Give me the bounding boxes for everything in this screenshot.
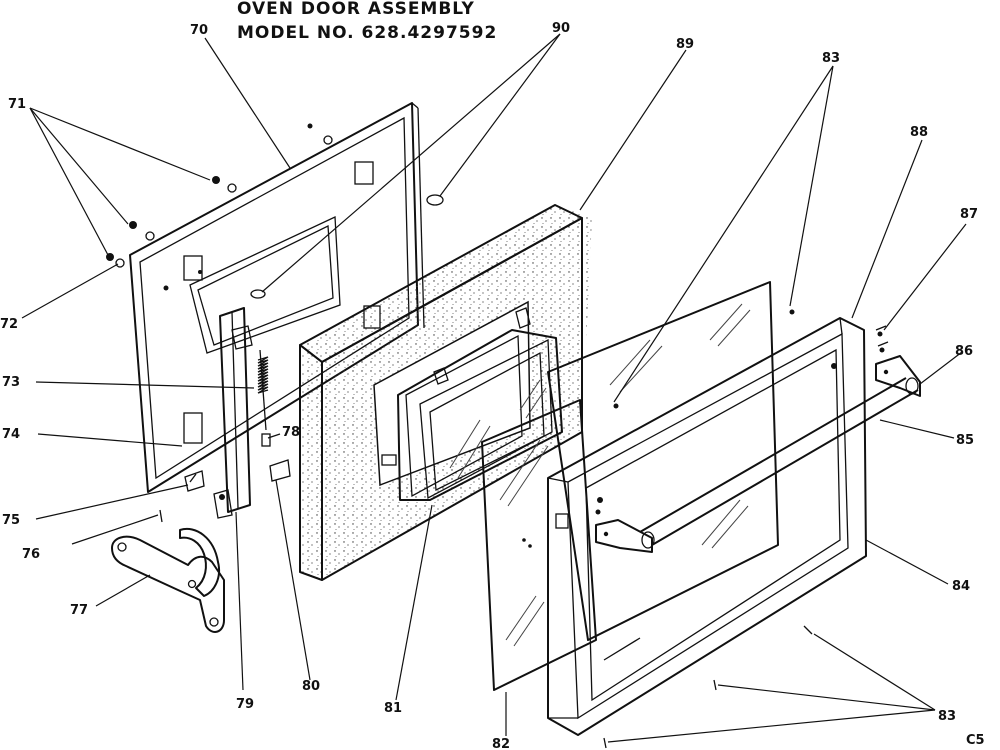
corner-code: C5 — [966, 733, 985, 748]
callout-76: 76 — [22, 547, 40, 562]
callout-72: 72 — [0, 317, 18, 332]
handle-screws — [875, 325, 889, 353]
callout-80: 80 — [302, 679, 320, 694]
diagram-title: OVEN DOOR ASSEMBLY — [237, 0, 475, 19]
callout-74: 74 — [2, 427, 20, 442]
callout-82: 82 — [492, 737, 510, 750]
outer-door-frame — [547, 317, 867, 736]
frame-screws — [603, 309, 813, 749]
outer-glass-panel — [481, 399, 597, 691]
callout-labels: 70 71 72 73 74 75 76 77 78 79 80 81 82 8… — [0, 21, 985, 750]
callout-79: 79 — [236, 697, 254, 712]
middle-glass-pane — [547, 281, 779, 641]
callout-73: 73 — [2, 375, 20, 390]
callout-86: 86 — [955, 344, 973, 359]
callout-85: 85 — [956, 433, 974, 448]
grommet — [426, 194, 444, 206]
model-number: MODEL NO. 628.4297592 — [237, 23, 497, 43]
door-handle — [595, 355, 921, 553]
callout-75: 75 — [2, 513, 20, 528]
callout-89: 89 — [676, 37, 694, 52]
callout-87: 87 — [960, 207, 978, 222]
callout-70: 70 — [190, 23, 208, 38]
callout-77: 77 — [70, 603, 88, 618]
callout-83-top: 83 — [822, 51, 840, 66]
callout-71: 71 — [8, 97, 26, 112]
inner-glass-pack — [381, 307, 563, 501]
callout-83-bottom: 83 — [938, 709, 956, 724]
callout-88: 88 — [910, 125, 928, 140]
callout-81: 81 — [384, 701, 402, 716]
callout-90: 90 — [552, 21, 570, 36]
leader-lines — [21, 33, 967, 743]
callout-84: 84 — [952, 579, 970, 594]
callout-78: 78 — [282, 425, 300, 440]
hinge-arm-assembly — [111, 307, 291, 633]
